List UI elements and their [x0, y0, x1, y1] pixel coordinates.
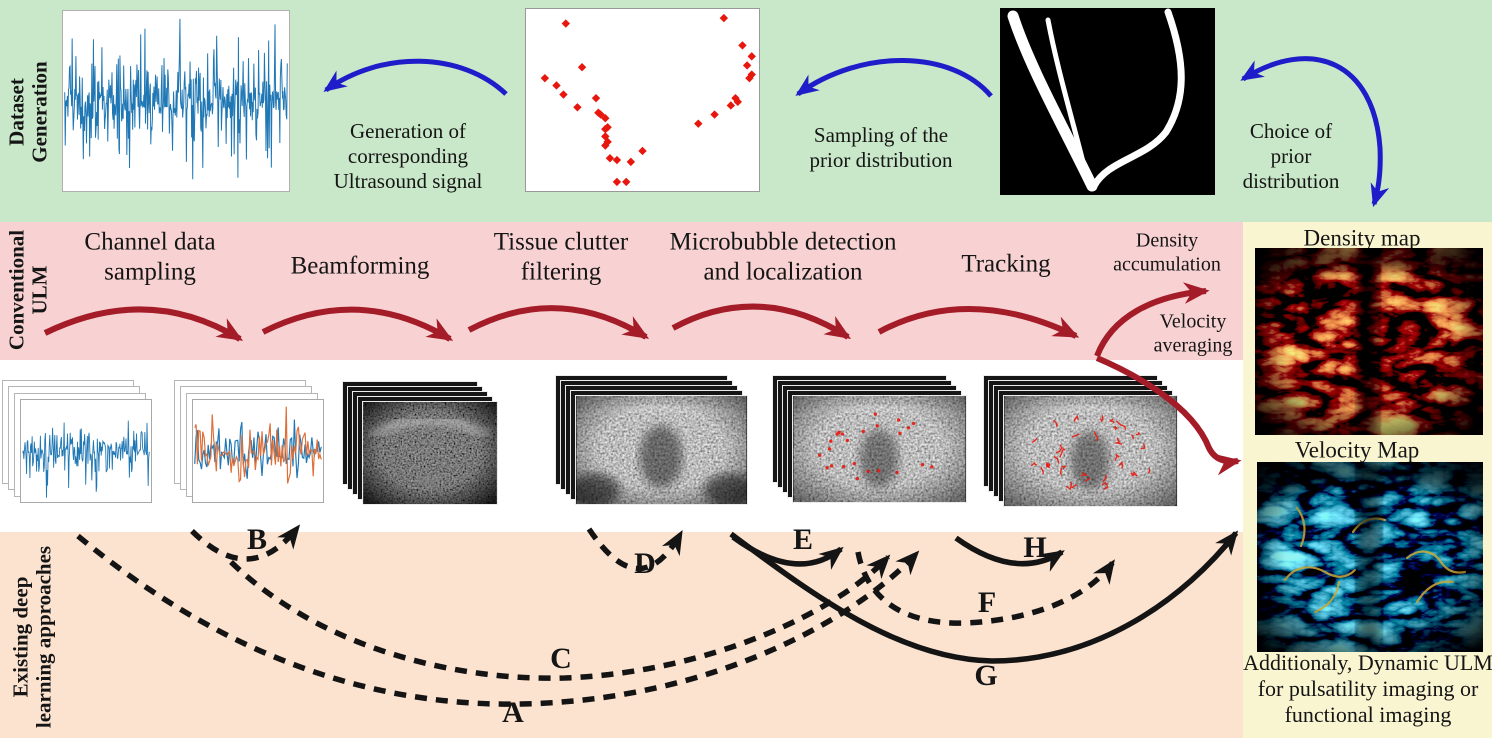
velocity-map-image	[1257, 462, 1483, 652]
density-accumulation-label: Density accumulation	[1113, 229, 1221, 275]
sampled-rf-stack	[174, 380, 324, 503]
dataset-generation-label: Dataset Generation	[4, 61, 51, 163]
approach-letter-h: H	[1023, 531, 1047, 564]
vessel-branch-middle	[1045, 17, 1090, 181]
stage-microbubble-detection: Microbubble detection and localization	[669, 228, 897, 286]
density-map-title: Density map	[1303, 225, 1421, 251]
detected-bubbles-dots	[818, 412, 934, 481]
generation-caption: Generation of corresponding Ultrasound s…	[333, 118, 483, 193]
dynamic-ulm-caption: Additionaly, Dynamic ULM for pulsatility…	[1243, 650, 1492, 727]
choice-caption: Choice of prior distribution	[1242, 118, 1340, 193]
vessel-mask-image	[1000, 8, 1215, 195]
deep-learning-label: Existing deep learning approaches	[8, 545, 55, 729]
approach-letter-f: F	[977, 586, 997, 619]
channel-data-stack	[2, 380, 152, 503]
velocity-averaging-label: Velocity averaging	[1153, 310, 1233, 356]
vessel-mask-svg	[1000, 8, 1215, 195]
tracked-bubbles-stack	[983, 375, 1178, 507]
ultrasound-signal-waveform	[64, 18, 288, 180]
velocity-map-title: Velocity Map	[1294, 437, 1420, 463]
beamformed-images-stack	[342, 381, 498, 505]
localized-bubbles-stack	[772, 375, 967, 503]
approach-letter-d: D	[634, 547, 656, 580]
conventional-ulm-label: Conventional ULM	[4, 229, 51, 351]
microbubble-scatter-plot	[525, 8, 760, 192]
approach-letter-c: C	[550, 642, 572, 675]
approach-letter-g: G	[974, 659, 998, 692]
stage-channel-data-sampling: Channel data sampling	[84, 228, 216, 286]
approach-letter-e: E	[792, 523, 814, 556]
approach-letter-a: A	[502, 696, 524, 729]
vessel-branch-right	[1090, 8, 1185, 190]
scatter-points-svg	[540, 13, 756, 187]
stage-beamforming: Beamforming	[290, 252, 430, 280]
approach-letter-b: B	[246, 523, 268, 556]
deep-learning-band	[0, 532, 1243, 738]
filtered-images-stack	[555, 375, 748, 505]
ultrasound-signal-plot	[62, 10, 290, 192]
sampling-caption: Sampling of the prior distribution	[809, 123, 953, 172]
stage-tracking: Tracking	[961, 250, 1051, 278]
stage-tissue-clutter-filtering: Tissue clutter filtering	[493, 228, 629, 286]
density-map-image	[1255, 248, 1483, 435]
